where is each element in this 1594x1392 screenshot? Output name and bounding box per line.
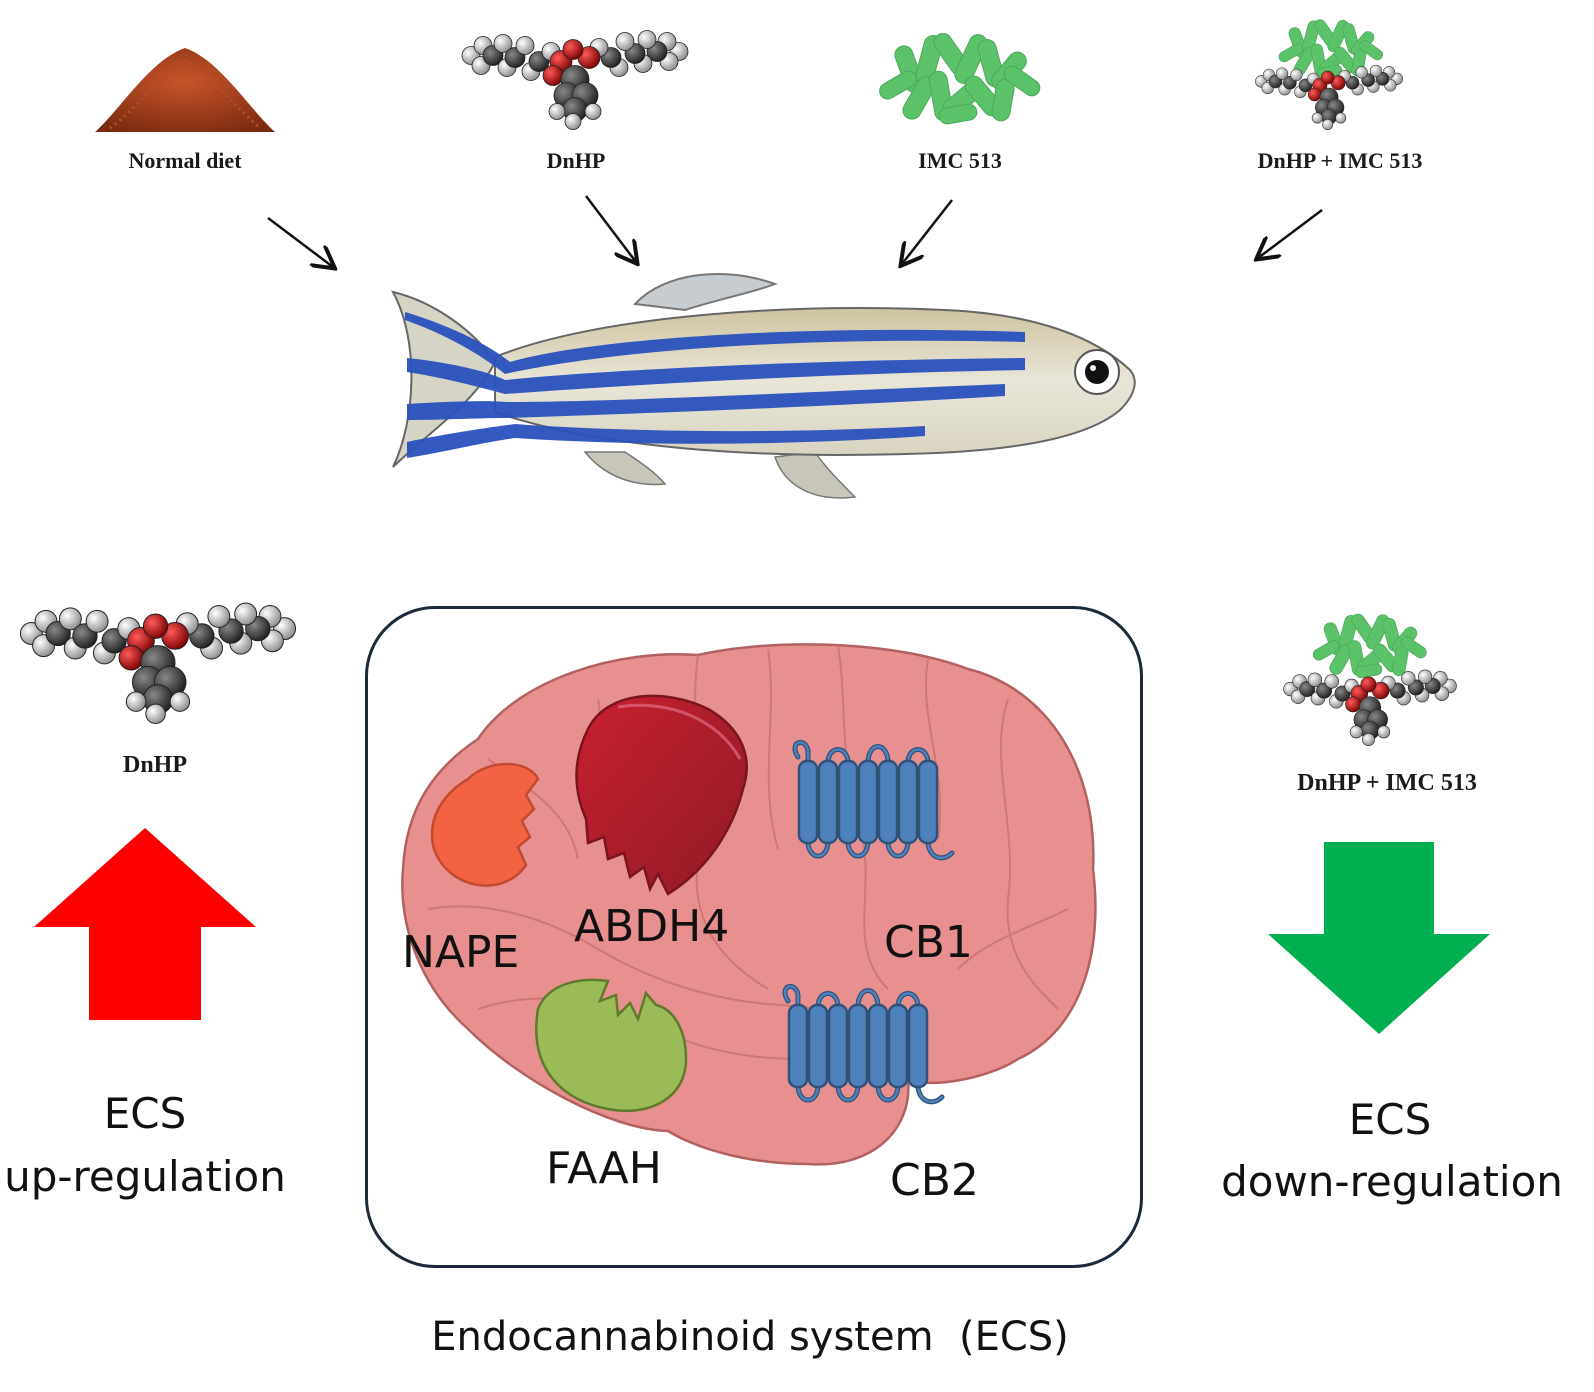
cb1-label: CB1 bbox=[884, 917, 973, 968]
input-label-normal-diet: Normal diet bbox=[128, 148, 242, 173]
arrow-normal-diet bbox=[267, 217, 333, 267]
zebrafish-image bbox=[385, 262, 1155, 512]
down-regulation-arrow bbox=[1268, 842, 1490, 1034]
faah-enzyme bbox=[535, 978, 688, 1113]
ecs-panel: NAPE ABDH4 CB1 FAAH CB2 bbox=[365, 606, 1143, 1268]
abdh4-enzyme bbox=[575, 694, 748, 896]
cb2-label: CB2 bbox=[890, 1155, 979, 1206]
up-regulation-arrow bbox=[34, 828, 256, 1020]
ecs-caption: Endocannabinoid system (ECS) bbox=[431, 1314, 1069, 1360]
arrow-imc513 bbox=[902, 199, 953, 264]
left-regulation-label: up-regulation bbox=[4, 1152, 286, 1201]
arrow-dnhp bbox=[585, 195, 636, 262]
input-label-dnhp: DnHP bbox=[546, 148, 606, 173]
abdh4-label: ABDH4 bbox=[574, 901, 730, 952]
input-label-dnhp-imc513: DnHP + IMC 513 bbox=[1257, 148, 1423, 173]
brain-shape bbox=[401, 643, 1097, 1166]
left-compound-label: DnHP bbox=[122, 752, 187, 778]
nape-label: NAPE bbox=[402, 927, 520, 978]
brain-illustration bbox=[401, 643, 1097, 1166]
left-ecs-label: ECS bbox=[103, 1089, 187, 1138]
right-ecs-label: ECS bbox=[1348, 1095, 1432, 1144]
nape-enzyme bbox=[430, 762, 540, 887]
input-arrows bbox=[267, 195, 1323, 300]
faah-label: FAAH bbox=[546, 1143, 662, 1194]
dnhp-molecule-image-left bbox=[18, 600, 298, 740]
arrow-dnhp-imc513 bbox=[1258, 209, 1323, 258]
dnhp-molecule-image-right bbox=[1282, 666, 1458, 758]
right-compound-label: DnHP + IMC 513 bbox=[1297, 770, 1477, 796]
fish-feed-image bbox=[90, 40, 280, 140]
right-regulation-label: down-regulation bbox=[1221, 1157, 1563, 1206]
input-label-imc513: IMC 513 bbox=[918, 148, 1002, 173]
